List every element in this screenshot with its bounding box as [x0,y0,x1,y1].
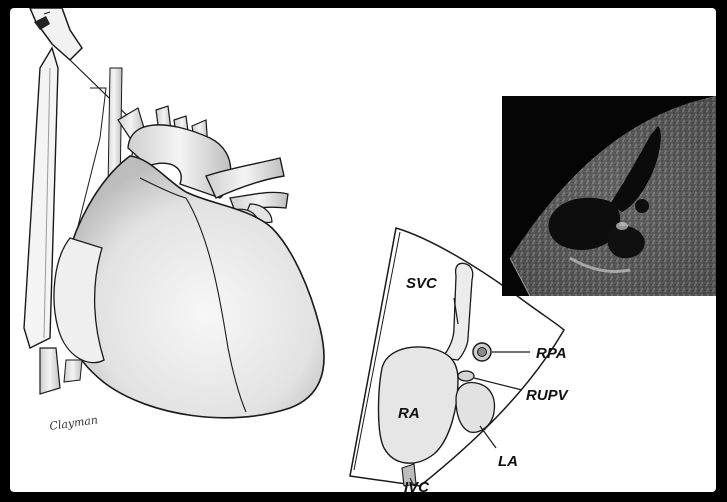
label-svc: SVC [406,275,438,292]
label-ra: RA [398,405,420,422]
label-ivc: IVC [404,479,430,492]
illustration-panel: Clayman [10,8,716,492]
echo-rpa [635,199,649,213]
la-leader [480,426,496,448]
rupv-vessel [458,371,474,381]
la-chamber [456,383,494,433]
label-rpa: RPA [536,345,567,362]
tee-diagram: Clayman [10,8,716,492]
label-rupv: RUPV [526,387,570,404]
artist-signature: Clayman [49,413,99,433]
heart-illustration [40,106,324,418]
echocardiogram-image [502,96,716,296]
label-la: LA [498,453,518,470]
